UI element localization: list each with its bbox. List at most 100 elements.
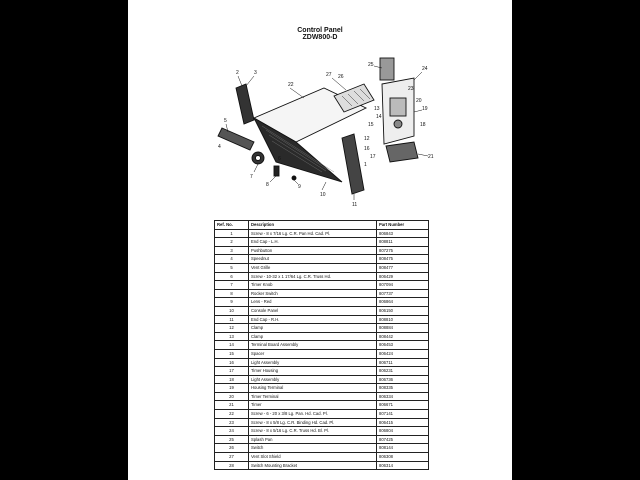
cell-description: Vent Grille: [248, 262, 377, 273]
cell-part-number: 807094: [376, 280, 429, 290]
terminal-board-shape: [333, 83, 375, 113]
screw-shape: [291, 175, 297, 181]
cell-description: Light Assembly: [248, 357, 377, 368]
cell-ref: 15: [214, 348, 249, 359]
console-panel-front: [252, 116, 343, 183]
cell-part-number: 808477: [376, 262, 429, 273]
cell-ref: 19: [214, 383, 249, 393]
cell-description: Spacer: [248, 348, 377, 359]
cell-part-number: 808335: [376, 383, 429, 393]
callout: 12: [364, 136, 370, 142]
cell-description: Screw - 8 x 7/16 Lg. C.R. Pan Hd. Cad. P…: [248, 228, 377, 239]
callout: 24: [422, 66, 428, 72]
cell-description: Speednut: [248, 254, 377, 264]
cell-description: Switch: [248, 443, 377, 454]
column-header-description: Description: [248, 220, 377, 230]
callout: 9: [298, 184, 301, 190]
cell-ref: 24: [214, 426, 249, 436]
cell-description: Timer Knob: [248, 280, 377, 290]
callout: 20: [416, 98, 422, 104]
cell-part-number: 806314: [376, 460, 429, 471]
cell-part-number: 807141: [376, 409, 429, 419]
model-number: ZDW800-D: [302, 34, 338, 41]
cell-description: Switch Mounting Bracket: [248, 460, 377, 471]
cell-description: End Cap - R.H.: [248, 314, 377, 325]
callout: 14: [376, 114, 382, 120]
page-title: Control Panel: [297, 27, 343, 34]
cell-ref: 25: [214, 434, 249, 445]
callout: 25: [368, 62, 374, 68]
cell-ref: 13: [214, 331, 249, 342]
cell-description: End Cap - L.H.: [248, 237, 377, 247]
cell-description: Pushbutton: [248, 245, 377, 256]
cell-description: Timer Terminal: [248, 391, 377, 402]
end-cap-left-shape: [235, 83, 255, 125]
callout: 3: [254, 70, 257, 76]
cell-ref: 4: [214, 254, 249, 264]
cell-ref: 18: [214, 374, 249, 385]
cell-description: Terminal Board Assembly: [248, 340, 377, 350]
cell-ref: 14: [214, 340, 249, 350]
cell-part-number: 808442: [376, 331, 429, 342]
table-header-row: Ref. No. Description Part Number: [214, 220, 429, 230]
cell-description: Clamp: [248, 323, 377, 333]
callout: 19: [422, 106, 428, 112]
cell-ref: 21: [214, 400, 249, 411]
callout: 18: [420, 122, 426, 128]
cell-part-number: 806334: [376, 391, 429, 402]
cell-part-number: 806864: [376, 297, 429, 307]
cell-part-number: 806843: [376, 228, 429, 239]
exploded-parts-diagram: 2 3 22 27 26 25 24 23 20 19 18 21 13 14 …: [217, 57, 434, 208]
rocker-switch-shape: [273, 165, 280, 177]
column-header-ref: Ref. No.: [214, 220, 249, 230]
callout: 1: [364, 162, 367, 168]
cell-part-number: 806231: [376, 366, 429, 376]
cell-ref: 11: [214, 314, 249, 325]
cell-ref: 22: [214, 409, 249, 419]
cell-ref: 12: [214, 323, 249, 333]
callout: 15: [368, 122, 374, 128]
cell-description: Lens - Red: [248, 297, 377, 307]
cell-part-number: 808475: [376, 254, 429, 264]
cell-part-number: 808810: [376, 314, 429, 325]
callout: 2: [236, 70, 239, 76]
cell-part-number: 806429: [376, 271, 429, 282]
cell-description: Housing Terminal: [248, 383, 377, 393]
callout: 4: [218, 144, 221, 150]
cell-description: Screw - 10-32 x 1 17/64 Lg. C.R. Truss H…: [248, 271, 377, 282]
cell-ref: 23: [214, 417, 249, 428]
cell-part-number: 806671: [376, 400, 429, 411]
cell-ref: 26: [214, 443, 249, 454]
cell-ref: 1: [214, 228, 249, 239]
splash-pan-shape: [379, 57, 395, 81]
document-page: Control Panel ZDW800-D: [128, 0, 512, 480]
cell-description: Timer Housing: [248, 366, 377, 376]
end-cap-right-shape: [341, 133, 365, 195]
cell-description: Screw - 8 x 5/8 Lg. C.R. Binding Hd. Cad…: [248, 417, 377, 428]
callout: 5: [224, 118, 227, 124]
cell-ref: 16: [214, 357, 249, 368]
cell-description: Rocker Switch: [248, 288, 377, 299]
cell-part-number: 806415: [376, 417, 429, 428]
